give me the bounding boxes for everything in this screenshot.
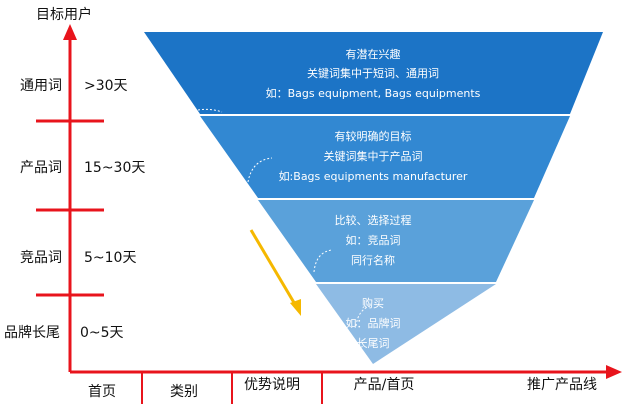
tier-2-line-2: 关键词集中于产品词 — [324, 149, 423, 163]
x-section-2: 类别 — [170, 384, 198, 400]
level-word-3: 竞品词 — [20, 249, 62, 266]
level-word-1: 通用词 — [20, 78, 62, 94]
funnel: 有潜在兴趣 关键词集中于短词、通用词 如：Bags equipment, Bag… — [144, 32, 603, 364]
tier-1-line-3: 如：Bags equipment, Bags equipments — [266, 86, 481, 100]
tier-4-line-3: 长尾词 — [357, 337, 390, 350]
x-section-4: 产品/首页 — [354, 377, 415, 393]
tier-2-line-1: 有较明确的目标 — [335, 129, 412, 143]
decor-swoosh-2 — [247, 157, 273, 183]
decor-swoosh-4 — [355, 305, 371, 327]
tier-3-line-2: 如：竞品词 — [346, 233, 401, 247]
tier-3-line-1: 比较、选择过程 — [335, 213, 412, 227]
tier-3-line-3: 同行名称 — [351, 253, 395, 267]
level-duration-4: 0~5天 — [80, 325, 124, 341]
tier-4-line-1: 购买 — [362, 296, 384, 310]
decor-swoosh-1 — [197, 108, 223, 113]
y-axis-title: 目标用户 — [36, 6, 92, 23]
tier-4-line-2: 如：品牌词 — [346, 316, 401, 330]
y-axis-arrow-icon — [63, 24, 77, 40]
level-duration-3: 5~10天 — [84, 250, 136, 266]
level-duration-1: >30天 — [84, 78, 128, 94]
tier-1-line-2: 关键词集中于短词、通用词 — [307, 66, 439, 80]
level-word-2: 产品词 — [20, 160, 62, 176]
flow-arrow — [249, 229, 301, 316]
decor-swoosh-3 — [313, 249, 333, 273]
funnel-tier-1 — [144, 32, 603, 114]
x-section-3: 优势说明 — [244, 377, 300, 393]
level-word-4: 品牌长尾 — [4, 324, 60, 341]
tier-2-line-3: 如:Bags equipments manufacturer — [279, 169, 468, 183]
x-axis — [70, 365, 622, 404]
y-axis — [36, 24, 104, 372]
funnel-tier-4 — [316, 284, 496, 364]
x-axis-arrow-icon — [606, 365, 622, 379]
x-axis-title: 推广产品线 — [527, 377, 597, 393]
tier-1-line-1: 有潜在兴趣 — [346, 47, 401, 61]
funnel-tier-2 — [200, 116, 570, 198]
level-duration-2: 15~30天 — [84, 160, 145, 176]
x-section-1: 首页 — [88, 384, 116, 400]
funnel-tier-3 — [258, 200, 534, 282]
